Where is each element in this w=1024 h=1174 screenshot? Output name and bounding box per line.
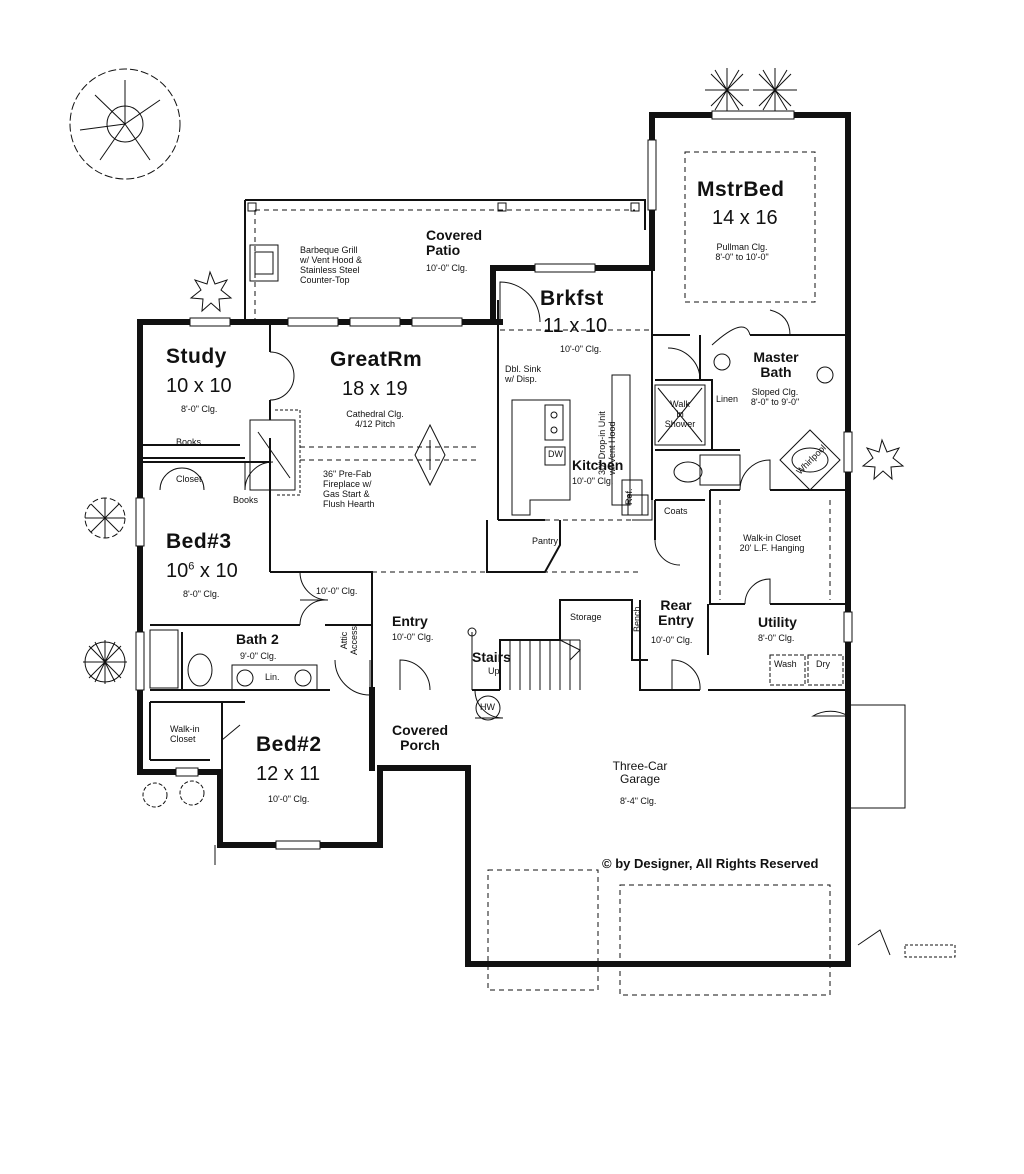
grill-note: Barbeque Grill w/ Vent Hood & Stainless … <box>300 245 363 285</box>
study-clg: 8'-0" Clg. <box>181 404 218 414</box>
tree-symbol <box>69 68 181 180</box>
stairs-symbol <box>467 627 581 721</box>
bed3-name: Bed#3 <box>166 530 232 553</box>
pantry-name: Pantry <box>532 536 559 546</box>
entry-clg: 10'-0" Clg. <box>392 632 434 642</box>
bed2-name: Bed#2 <box>256 733 322 756</box>
interior-walls <box>140 268 848 772</box>
stairs-up: Up <box>488 666 500 676</box>
storage-name: Storage <box>570 612 602 622</box>
mstrbed-name: MstrBed <box>697 178 785 201</box>
bed3-closet: Closet <box>176 474 202 484</box>
coats-name: Coats <box>664 506 688 516</box>
attic-access: Attic Access <box>339 625 359 655</box>
bed3-size: 106 x 10 <box>166 560 238 582</box>
bed2-closet: Walk-in Closet <box>170 724 200 744</box>
utility-clg: 8'-0" Clg. <box>758 633 795 643</box>
utility-dry: Dry <box>816 659 830 669</box>
bath2-clg: 9'-0" Clg. <box>240 651 277 661</box>
bed2-size: 12 x 11 <box>256 763 321 785</box>
door-swings <box>159 281 849 741</box>
patio-clg: 10'-0" Clg. <box>426 263 468 273</box>
kitchen-dw: DW <box>548 449 563 459</box>
stairs-name: Stairs <box>472 649 511 665</box>
utility-wash: Wash <box>774 659 797 669</box>
greatrm-clg: Cathedral Clg. 4/12 Pitch <box>346 409 404 429</box>
patio-name: Covered Patio <box>426 227 483 259</box>
study-books: Books <box>176 437 202 447</box>
entry-name: Entry <box>392 613 428 629</box>
washer-dryer <box>769 654 844 686</box>
rearentry-name: Rear Entry <box>658 597 694 629</box>
hall-clg: 10'-0" Clg. <box>316 586 358 596</box>
kitchen-name: Kitchen <box>572 457 624 473</box>
brkfst-name: Brkfst <box>540 287 604 310</box>
mstrbed-size: 14 x 16 <box>712 207 778 229</box>
garage-clg: 8'-4" Clg. <box>620 796 657 806</box>
shrub-symbols <box>83 68 905 808</box>
porch-name: Covered Porch <box>391 722 449 754</box>
exterior-walls <box>137 112 851 967</box>
mstrbed-clg: Pullman Clg. 8'-0" to 10'-0" <box>715 242 769 262</box>
cathedral-arrow <box>414 423 446 487</box>
dashed-ceiling-lines <box>300 151 831 996</box>
bed3-clg: 8'-0" Clg. <box>183 589 220 599</box>
bed2-clg: 10'-0" Clg. <box>268 794 310 804</box>
exterior-details <box>214 704 956 958</box>
hw-label: HW <box>480 702 495 712</box>
masterbath-linen: Linen <box>716 394 739 404</box>
kitchen-ref: Ref. <box>624 488 634 505</box>
kitchen-sink: Dbl. Sink w/ Disp. <box>505 364 542 384</box>
kitchen-fixtures <box>511 374 653 521</box>
masterbath-clg: Sloped Clg. 8'-0" to 9'-0" <box>750 387 800 407</box>
bath2-linen: Lin. <box>265 672 280 682</box>
garage-name: Three-Car Garage <box>612 759 668 787</box>
kitchen-clg: 10'-0" Clg. <box>572 476 614 486</box>
utility-name: Utility <box>758 614 797 630</box>
windows <box>135 110 853 850</box>
covered-patio-outline <box>244 199 646 322</box>
bed3-books: Books <box>233 495 259 505</box>
fireplace-note: 36" Pre-Fab Fireplace w/ Gas Start & Flu… <box>323 469 375 509</box>
bath2-name: Bath 2 <box>236 631 279 647</box>
fireplace-symbol <box>249 409 301 496</box>
study-size: 10 x 10 <box>166 375 232 397</box>
greatrm-size: 18 x 19 <box>342 378 408 400</box>
rearentry-clg: 10'-0" Clg. <box>651 635 693 645</box>
masterbath-name: Master Bath <box>753 349 799 381</box>
greatrm-name: GreatRm <box>330 348 423 371</box>
copyright-notice: © by Designer, All Rights Reserved <box>602 856 819 871</box>
brkfst-size: 11 x 10 <box>543 315 608 337</box>
brkfst-clg: 10'-0" Clg. <box>560 344 602 354</box>
masterbath-shower: Walk In Shower <box>664 399 696 429</box>
bench-name: Bench <box>632 606 642 632</box>
study-name: Study <box>166 345 227 368</box>
wic-name: Walk-in Closet 20' L.F. Hanging <box>739 533 805 553</box>
bath-fixtures <box>149 353 841 691</box>
